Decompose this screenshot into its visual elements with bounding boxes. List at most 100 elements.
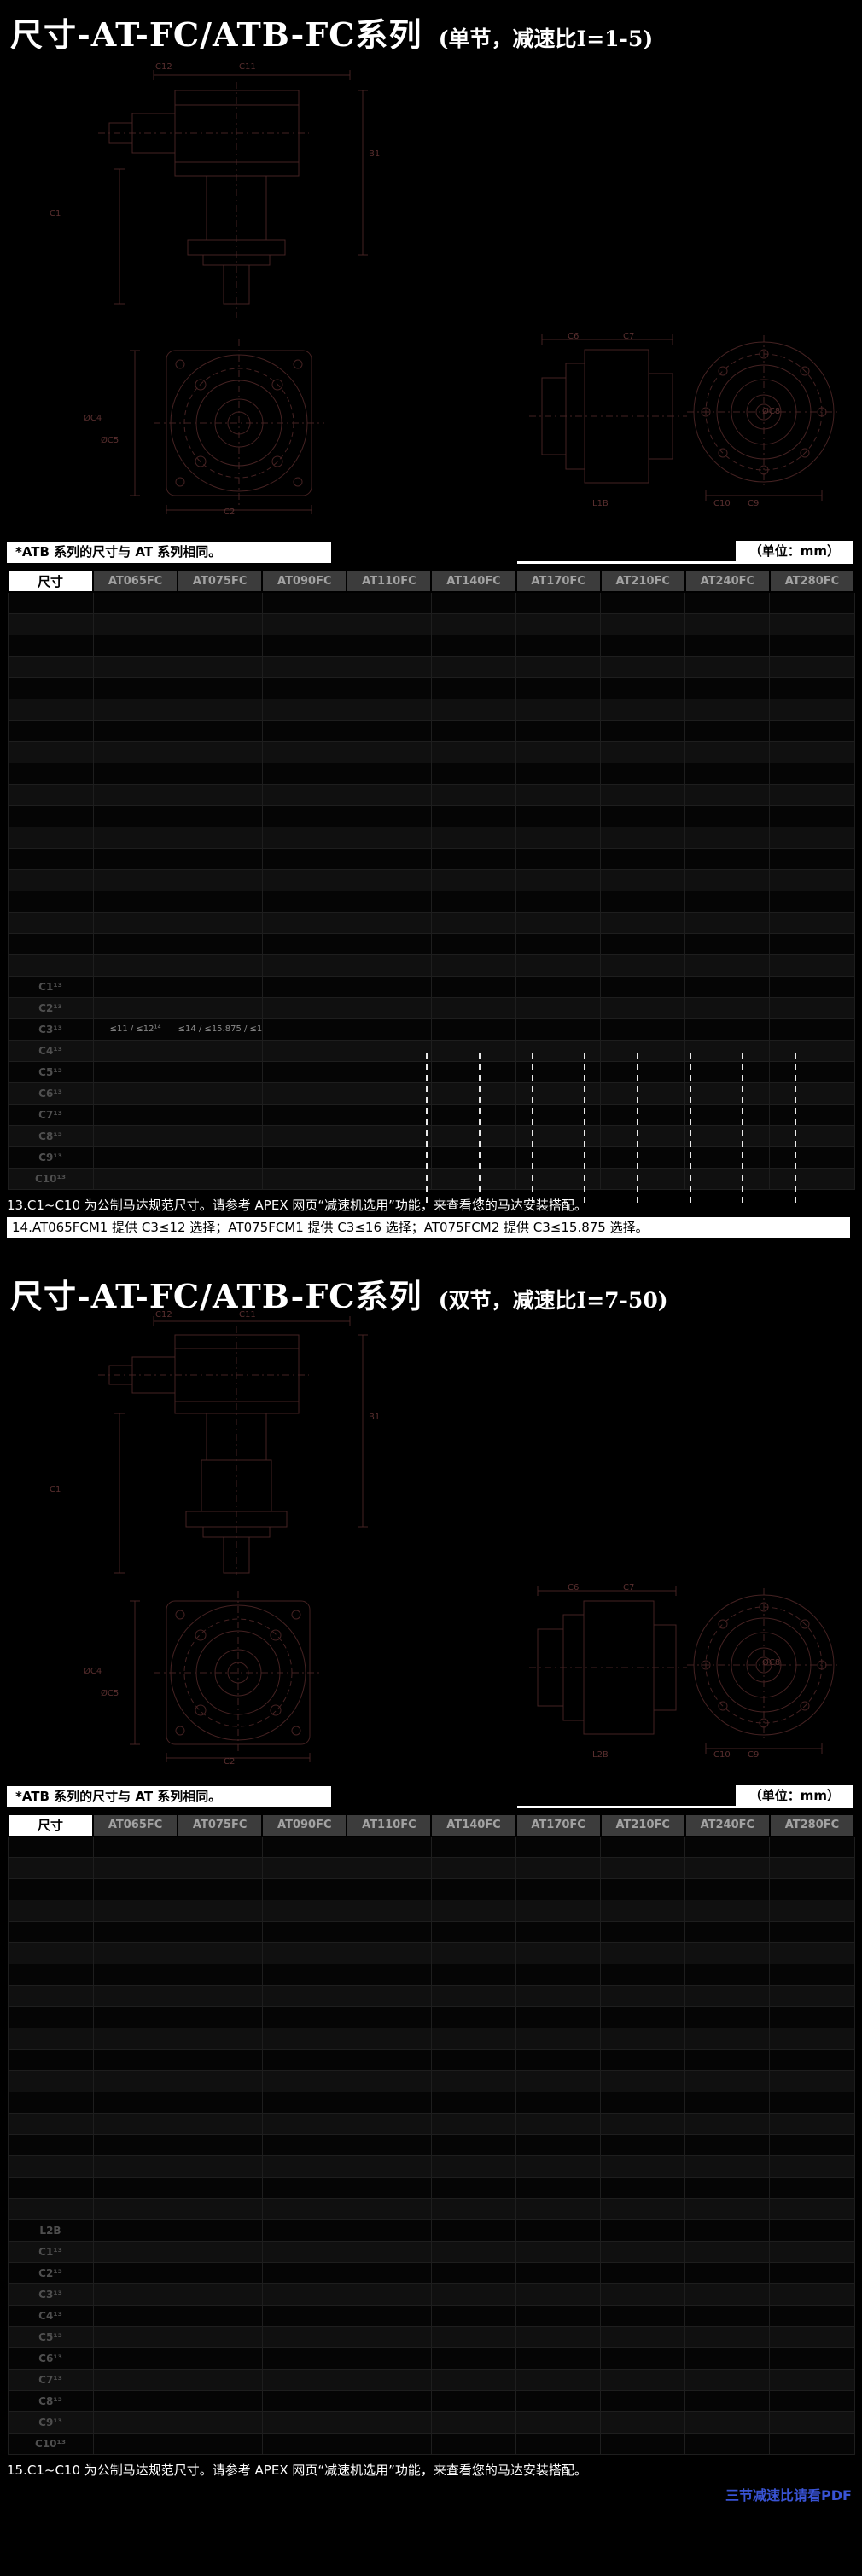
row-label <box>7 932 94 955</box>
row-label <box>7 1857 94 1879</box>
row-label <box>7 2113 94 2135</box>
dimension-cell <box>92 2028 178 2050</box>
dimension-cell <box>684 612 771 635</box>
table-row: C9¹³ <box>7 1146 855 1169</box>
dimension-cell <box>92 2347 178 2370</box>
dimension-cell <box>769 2049 855 2071</box>
dimension-cell <box>177 890 263 913</box>
dimension-cell <box>177 2198 263 2220</box>
dimension-cell <box>261 655 347 678</box>
dimension-cell <box>430 2219 517 2242</box>
dimension-cell <box>261 2113 347 2135</box>
dimension-cell <box>769 1942 855 1964</box>
dimension-cell <box>92 655 178 678</box>
dimension-cell <box>177 954 263 977</box>
dimension-cell <box>177 2241 263 2263</box>
dimension-cell <box>684 1942 771 1964</box>
dimension-cell <box>430 591 517 614</box>
dimension-label: C2 <box>224 1756 236 1767</box>
row-label <box>7 655 94 678</box>
dimension-cell <box>769 612 855 635</box>
column-header: AT075FC <box>177 1813 264 1837</box>
dimension-cell <box>600 2326 686 2348</box>
dimension-cell <box>177 911 263 934</box>
dimension-cell <box>684 2433 771 2455</box>
dimension-cell <box>177 2347 263 2370</box>
dimension-cell <box>177 2049 263 2071</box>
dimension-cell <box>515 847 602 870</box>
dimension-cell <box>684 1985 771 2007</box>
dimension-cell <box>684 698 771 721</box>
dimension-cell <box>430 2006 517 2028</box>
table-row <box>7 890 855 913</box>
dimension-cell <box>346 762 432 785</box>
dimension-cell <box>92 2283 178 2306</box>
dimension-cell <box>600 2155 686 2178</box>
dimension-label: C11 <box>239 62 256 72</box>
dimension-cell <box>346 2241 432 2263</box>
dimension-cell <box>684 676 771 699</box>
dimension-cell <box>515 2433 602 2455</box>
dimension-cell <box>600 826 686 849</box>
row-label <box>7 2198 94 2220</box>
dimension-cell <box>261 2028 347 2050</box>
table-row: C7¹³ <box>7 2369 855 2391</box>
dimension-cell <box>430 1836 517 1858</box>
row-label <box>7 954 94 977</box>
dimension-cell <box>430 2283 517 2306</box>
dimension-cell <box>346 2326 432 2348</box>
dimension-cell <box>92 591 178 614</box>
table-row: C5¹³ <box>7 2326 855 2348</box>
row-label: C5¹³ <box>7 2326 94 2348</box>
dimension-cell <box>92 2177 178 2199</box>
dimension-cell <box>515 2028 602 2050</box>
dimension-cell <box>684 2028 771 2050</box>
row-label <box>7 1985 94 2007</box>
dimension-cell <box>769 1857 855 1879</box>
dimension-cell <box>92 1985 178 2007</box>
dimension-cell <box>430 1921 517 1943</box>
table-row: C6¹³ <box>7 1082 855 1105</box>
row-label <box>7 698 94 721</box>
dimension-cell <box>177 591 263 614</box>
dimension-cell <box>92 2241 178 2263</box>
dimension-cell <box>769 975 855 998</box>
dimension-cell <box>261 1167 347 1190</box>
dimension-cell <box>346 719 432 742</box>
dimension-cell <box>92 1103 178 1126</box>
dimension-cell <box>769 996 855 1019</box>
dimension-cell <box>346 591 432 614</box>
dimension-cell <box>769 783 855 806</box>
table-row <box>7 612 855 635</box>
dimension-cell <box>600 1900 686 1922</box>
dimension-cell <box>177 2028 263 2050</box>
dimension-label: C9 <box>748 1749 760 1760</box>
dimension-cell <box>346 996 432 1019</box>
dimension-cell <box>430 954 517 977</box>
dimension-cell <box>769 1985 855 2007</box>
table-row <box>7 719 855 742</box>
pdf-link[interactable]: 三节减速比请看PDF <box>725 2487 852 2503</box>
dimension-label: C6 <box>568 332 580 341</box>
dimension-cell <box>346 1082 432 1105</box>
dimension-cell <box>430 2049 517 2071</box>
table-row: C4¹³ <box>7 2305 855 2327</box>
dimension-cell <box>346 612 432 635</box>
dimension-cell <box>92 1124 178 1147</box>
dimension-cell <box>92 2369 178 2391</box>
dimension-cell <box>430 1878 517 1900</box>
dimension-cell <box>177 762 263 785</box>
dimension-cell <box>600 2006 686 2028</box>
dimension-cell <box>346 1146 432 1169</box>
dimension-label: ØC8 <box>762 1657 781 1668</box>
dimension-cell <box>515 1146 602 1169</box>
dimension-cell <box>430 2198 517 2220</box>
dimension-cell <box>515 2241 602 2263</box>
dimension-cell <box>430 1900 517 1922</box>
table-row <box>7 740 855 763</box>
dimension-cell <box>92 890 178 913</box>
